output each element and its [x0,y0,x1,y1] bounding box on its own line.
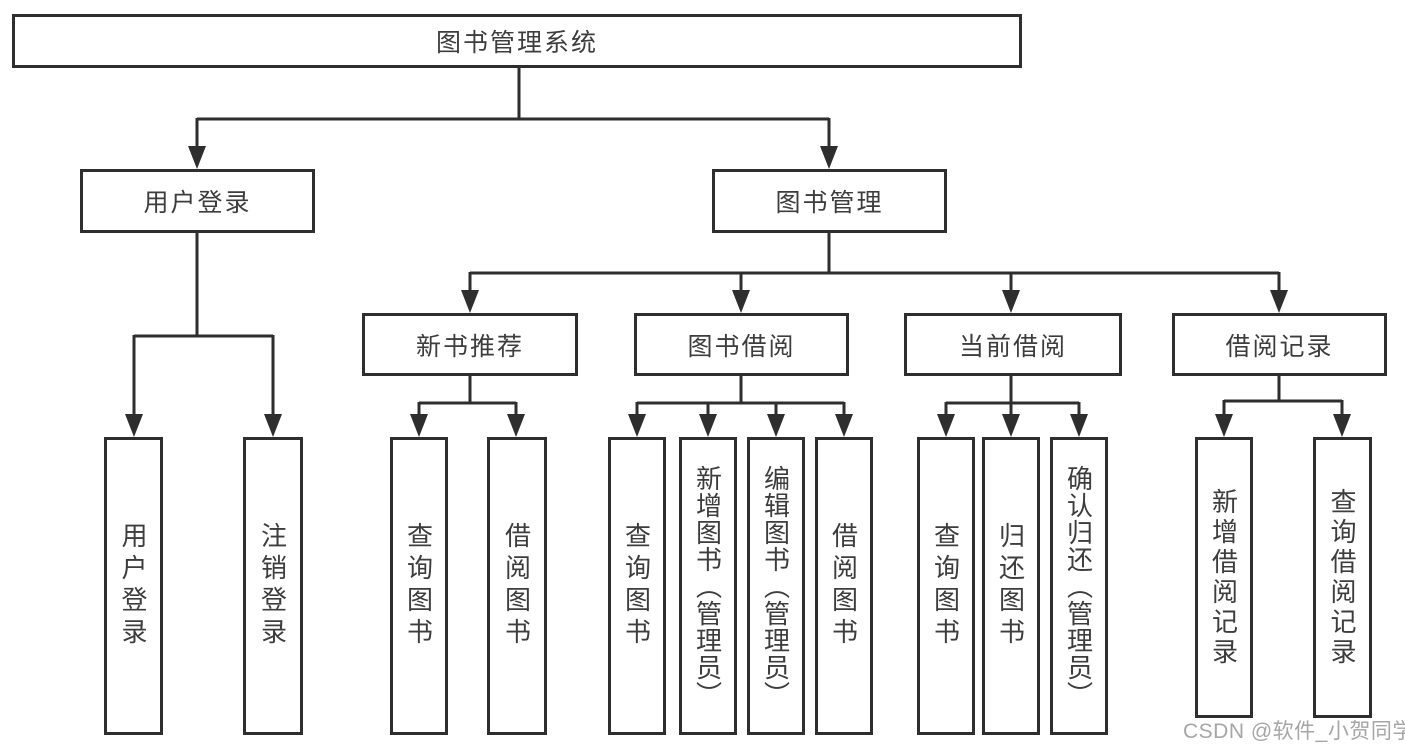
node-current-borrow: 当前借阅 [904,313,1122,376]
leaf-query-books-current-label: 查询图书 [930,522,961,650]
leaf-add-borrow-record-label: 新增借阅记录 [1208,487,1239,668]
node-new-book-recommend-label: 新书推荐 [415,332,524,361]
leaf-confirm-return-admin: 确认归还（管理员） [1050,437,1108,735]
leaf-borrow-books-recommend: 借阅图书 [487,437,547,735]
leaf-return-books: 归还图书 [982,437,1040,735]
node-user-login-label: 用户登录 [143,189,252,217]
node-book-management: 图书管理 [712,169,947,233]
leaf-query-books-recommend-label: 查询图书 [403,522,434,650]
leaf-edit-books-admin-label: 编辑图书（管理员） [760,464,791,708]
leaf-confirm-return-admin-label: 确认归还（管理员） [1063,464,1094,708]
node-book-borrow-label: 图书借阅 [687,332,796,361]
leaf-query-books-current: 查询图书 [917,437,975,735]
leaf-borrow-books-label: 借阅图书 [828,522,859,650]
node-book-borrow: 图书借阅 [634,313,849,376]
leaf-add-books-admin: 新增图书（管理员） [679,437,737,735]
node-user-login: 用户登录 [80,169,315,233]
watermark: CSDN @软件_小贺同学 [1183,720,1405,743]
node-root-label: 图书管理系统 [435,29,598,57]
leaf-logout: 注销登录 [243,437,303,735]
leaf-borrow-books-recommend-label: 借阅图书 [501,522,532,650]
leaf-query-borrow-record: 查询借阅记录 [1313,437,1372,718]
leaf-add-borrow-record: 新增借阅记录 [1195,437,1253,718]
leaf-query-books-recommend: 查询图书 [390,437,448,735]
node-book-management-label: 图书管理 [775,189,884,217]
leaf-return-books-label: 归还图书 [995,522,1026,650]
leaf-edit-books-admin: 编辑图书（管理员） [747,437,805,735]
leaf-query-borrow-record-label: 查询借阅记录 [1327,487,1357,668]
node-borrow-records: 借阅记录 [1172,313,1387,376]
node-borrow-records-label: 借阅记录 [1225,332,1334,361]
leaf-user-login-label: 用户登录 [118,522,148,650]
leaf-query-books-borrow-label: 查询图书 [621,522,652,650]
leaf-query-books-borrow: 查询图书 [608,437,666,735]
node-root: 图书管理系统 [12,14,1022,68]
leaf-add-books-admin-label: 新增图书（管理员） [692,464,723,708]
leaf-borrow-books: 借阅图书 [815,437,873,735]
leaf-user-login: 用户登录 [104,437,163,735]
node-new-book-recommend: 新书推荐 [362,313,578,376]
leaf-logout-label: 注销登录 [257,522,288,650]
node-current-borrow-label: 当前借阅 [958,332,1067,361]
